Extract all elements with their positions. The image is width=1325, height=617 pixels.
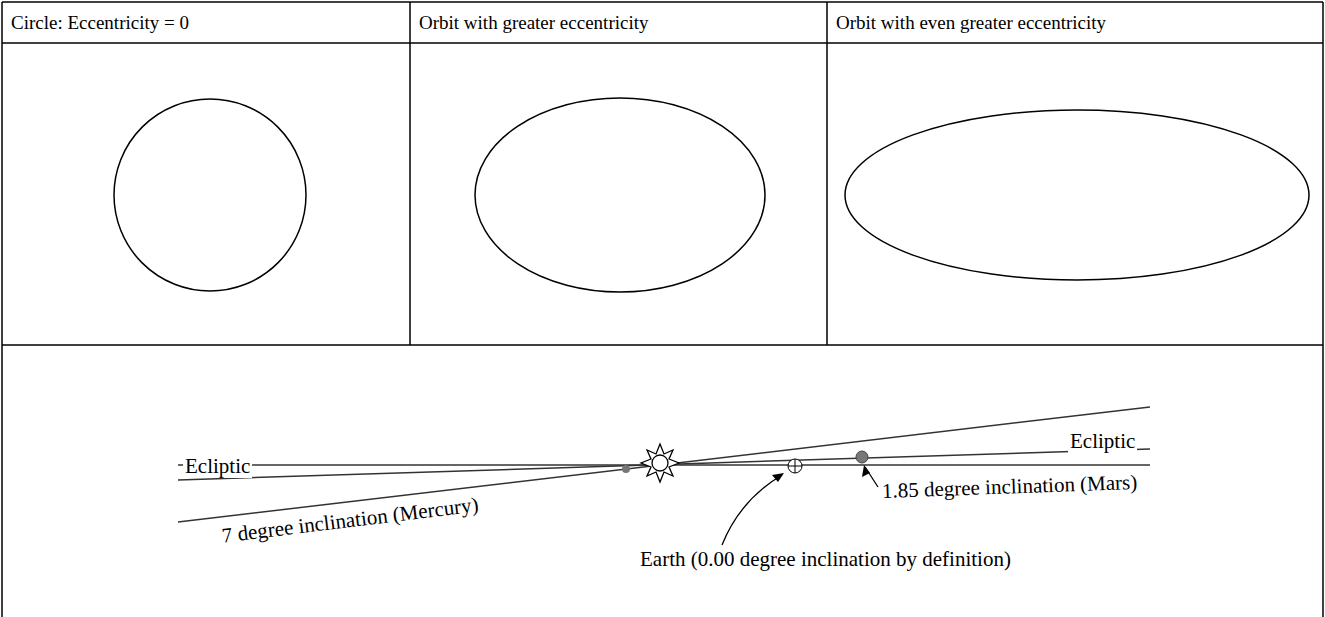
ecliptic-label: Ecliptic [1068,430,1137,453]
cell-heading: Orbit with greater eccentricity [410,2,648,34]
header-cell: Orbit with even greater eccentricity [827,2,1323,43]
earth-label: Earth (0.00 degree inclination by defini… [638,548,1013,571]
header-cell: Circle: Eccentricity = 0 [2,2,410,43]
cell-heading: Orbit with even greater eccentricity [827,2,1106,34]
ecliptic-label: Ecliptic [183,455,252,478]
inclination-label: 1.85 degree inclination (Mars) [880,471,1140,503]
header-cell: Orbit with greater eccentricity [410,2,827,43]
cell-heading: Circle: Eccentricity = 0 [2,2,189,34]
